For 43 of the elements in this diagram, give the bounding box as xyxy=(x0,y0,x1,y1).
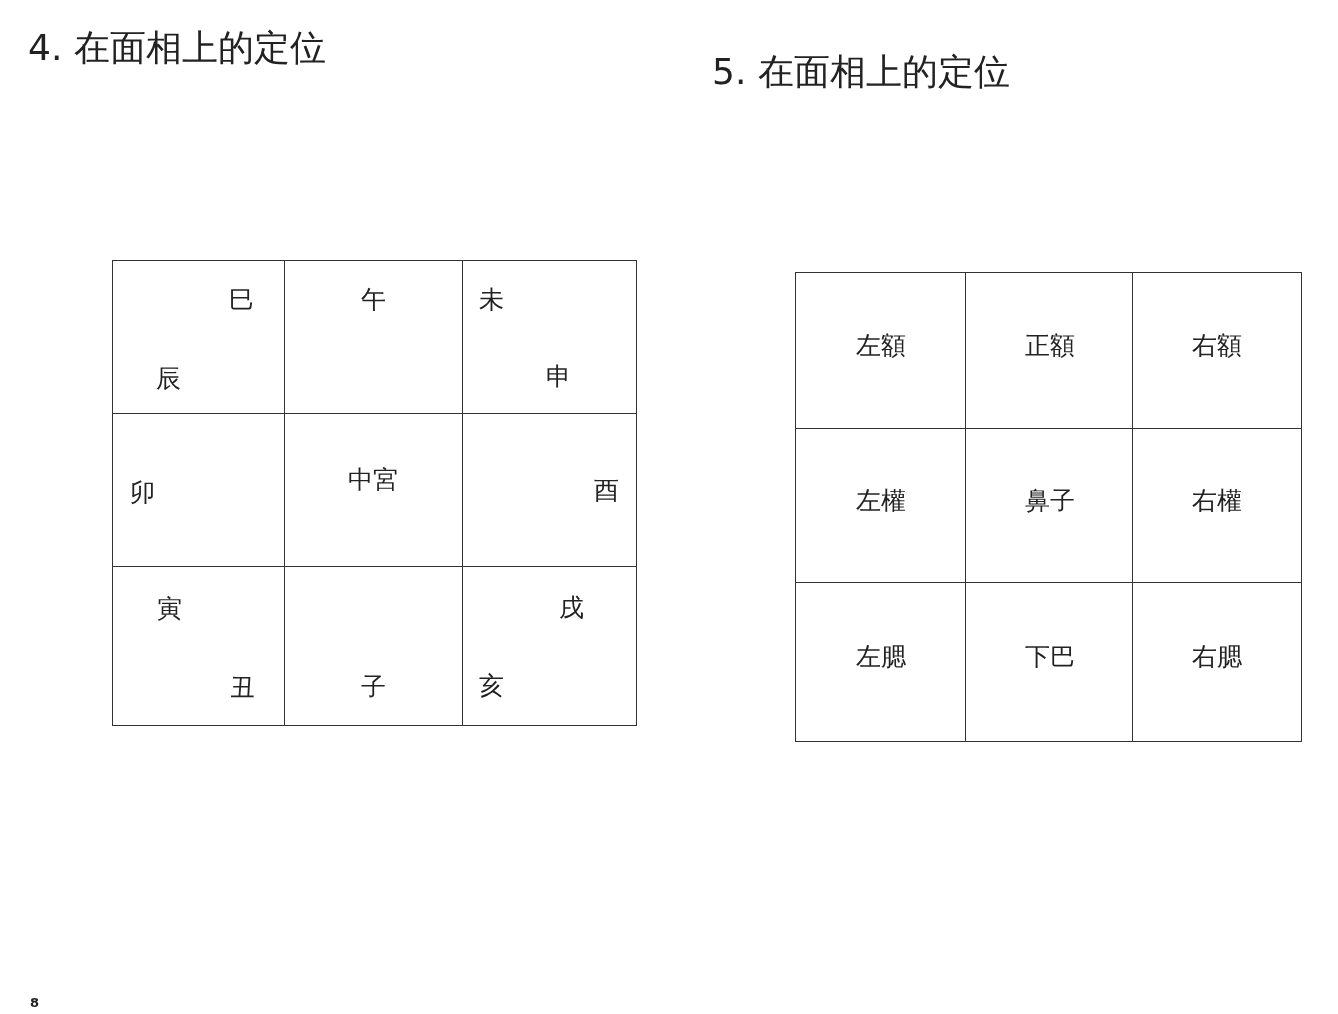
cell-text: 酉 xyxy=(593,477,619,503)
cell-text: 左額 xyxy=(856,332,906,358)
cell-text: 巳 xyxy=(228,286,254,312)
cell-text: 戌 xyxy=(558,594,584,620)
cell-text: 右腮 xyxy=(1192,643,1242,669)
cell-text: 左腮 xyxy=(856,643,906,669)
grid-cell xyxy=(284,260,464,415)
page-number: 8 xyxy=(30,996,40,1009)
grid-cell xyxy=(965,428,1134,584)
cell-text: 正額 xyxy=(1024,332,1075,358)
grid-cell xyxy=(112,260,286,415)
grid-cell xyxy=(462,260,637,415)
cell-text: 下巴 xyxy=(1024,643,1075,669)
grid-cell xyxy=(112,566,286,726)
grid-cell xyxy=(112,413,286,568)
cell-text: 鼻子 xyxy=(1024,487,1075,513)
cell-text: 辰 xyxy=(155,365,181,391)
heading: 4. 在面相上的定位 xyxy=(28,30,326,66)
cell-text: 卯 xyxy=(129,479,155,505)
grid-cell xyxy=(284,413,464,568)
heading: 5. 在面相上的定位 xyxy=(712,54,1010,90)
cell-text: 丑 xyxy=(229,674,255,700)
grid-cell xyxy=(284,566,464,726)
grid-cell xyxy=(1132,272,1302,430)
grid-cell xyxy=(1132,428,1302,584)
grid-cell xyxy=(965,582,1134,742)
cell-text: 寅 xyxy=(156,595,182,621)
cell-text: 未 xyxy=(478,286,504,312)
grid-cell xyxy=(462,413,637,568)
grid-cell xyxy=(1132,582,1302,742)
cell-text: 亥 xyxy=(478,672,504,698)
cell-text: 中宮 xyxy=(348,466,398,492)
cell-text: 申 xyxy=(545,363,571,389)
cell-text: 左權 xyxy=(856,487,906,513)
grid-cell xyxy=(795,272,967,430)
cell-text: 午 xyxy=(360,286,386,312)
cell-text: 子 xyxy=(360,673,386,699)
grid-cell xyxy=(965,272,1134,430)
cell-text: 右權 xyxy=(1192,487,1242,513)
grid-cell xyxy=(795,582,967,742)
cell-text: 右額 xyxy=(1192,332,1242,358)
grid-cell xyxy=(462,566,637,726)
grid-cell xyxy=(795,428,967,584)
